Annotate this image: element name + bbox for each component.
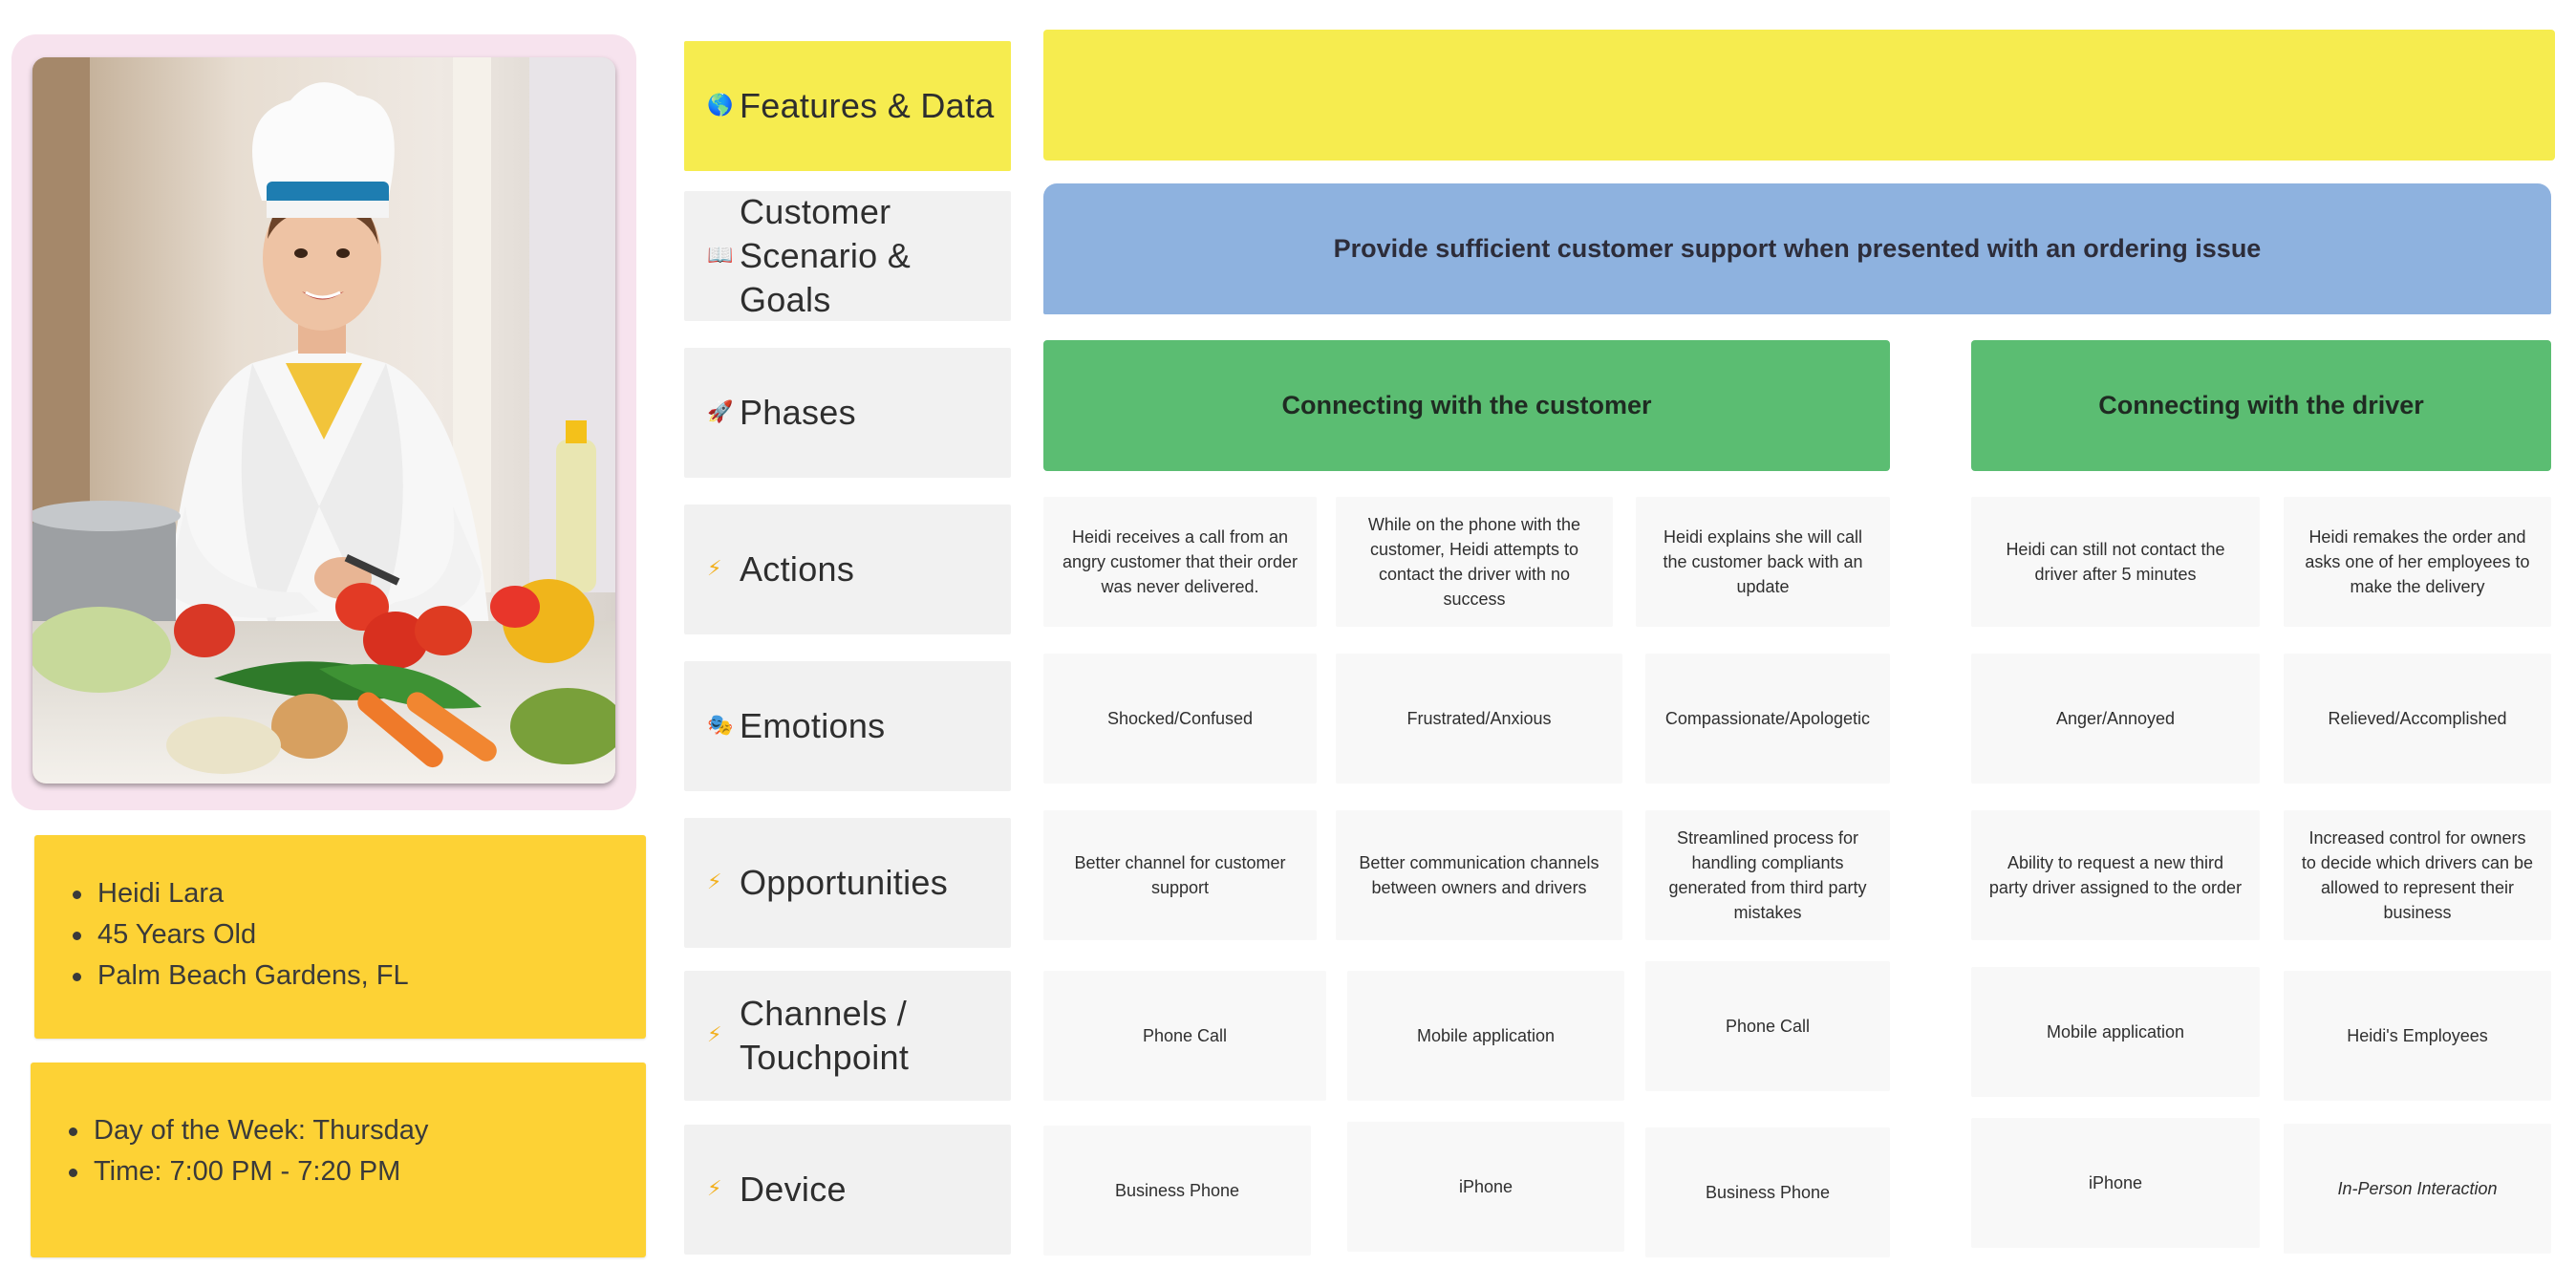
lightning-icon: ⚡ — [707, 870, 722, 894]
persona-name: Heidi Lara — [73, 873, 646, 914]
opportunity-cell: Better communication channels between ow… — [1336, 810, 1622, 940]
theater-masks-icon: 🎭 — [707, 714, 734, 738]
device-cell: iPhone — [1971, 1118, 2260, 1248]
context-card: Day of the Week: Thursday Time: 7:00 PM … — [31, 1063, 646, 1257]
phase-label: Connecting with the customer — [1281, 391, 1652, 419]
opportunity-cell: Increased control for owners to decide w… — [2284, 810, 2551, 940]
channel-cell: Mobile application — [1347, 971, 1624, 1101]
action-cell: Heidi explains she will call the custome… — [1636, 497, 1890, 627]
opportunity-cell: Streamlined process for handling complia… — [1645, 810, 1890, 940]
persona-location: Palm Beach Gardens, FL — [73, 955, 646, 997]
row-label-scenario: 📖 Customer Scenario & Goals — [684, 191, 1011, 321]
emotion-cell: Anger/Annoyed — [1971, 654, 2260, 784]
phase-bar-driver: Connecting with the driver — [1971, 340, 2551, 471]
globe-icon: 🌎 — [707, 94, 734, 118]
phase-label: Connecting with the driver — [2098, 391, 2424, 419]
channel-cell: Phone Call — [1645, 961, 1890, 1091]
row-label-text: Channels / Touchpoint — [740, 994, 910, 1077]
persona-details-list: Heidi Lara 45 Years Old Palm Beach Garde… — [34, 835, 646, 997]
device-cell: Business Phone — [1645, 1127, 1890, 1257]
emotion-cell: Shocked/Confused — [1043, 654, 1317, 784]
chef-photo-illustration — [32, 57, 615, 784]
row-label-text: Features & Data — [740, 86, 995, 125]
emotion-cell: Compassionate/Apologetic — [1645, 654, 1890, 784]
channel-cell: Phone Call — [1043, 971, 1326, 1101]
row-label-opportunities: ⚡ Opportunities — [684, 818, 1011, 948]
lightning-icon: ⚡ — [707, 1177, 722, 1201]
channel-cell: Heidi's Employees — [2284, 971, 2551, 1101]
persona-photo — [32, 57, 615, 784]
context-time: Time: 7:00 PM - 7:20 PM — [69, 1151, 646, 1192]
row-label-text: Opportunities — [740, 863, 949, 902]
channel-cell: Mobile application — [1971, 967, 2260, 1097]
row-label-features: 🌎 Features & Data — [684, 41, 1011, 171]
emotion-cell: Relieved/Accomplished — [2284, 654, 2551, 784]
context-day: Day of the Week: Thursday — [69, 1110, 646, 1151]
lightning-icon: ⚡ — [707, 557, 722, 581]
goal-text: Provide sufficient customer support when… — [1333, 234, 2262, 263]
emotion-cell: Frustrated/Anxious — [1336, 654, 1622, 784]
persona-photo-frame — [11, 34, 636, 810]
row-label-text: Device — [740, 1170, 847, 1209]
row-label-device: ⚡ Device — [684, 1125, 1011, 1255]
persona-age: 45 Years Old — [73, 914, 646, 955]
context-list: Day of the Week: Thursday Time: 7:00 PM … — [31, 1063, 646, 1192]
row-label-phases: 🚀 Phases — [684, 348, 1011, 478]
device-cell: In-Person Interaction — [2284, 1124, 2551, 1254]
action-cell: Heidi receives a call from an angry cust… — [1043, 497, 1317, 627]
row-label-text: Customer Scenario & Goals — [740, 192, 912, 319]
features-data-bar — [1043, 30, 2555, 161]
action-cell: While on the phone with the customer, He… — [1336, 497, 1613, 627]
book-icon: 📖 — [707, 244, 734, 268]
lightning-icon: ⚡ — [707, 1023, 722, 1047]
row-label-text: Emotions — [740, 706, 886, 745]
goal-bar: Provide sufficient customer support when… — [1043, 183, 2551, 314]
opportunity-cell: Better channel for customer support — [1043, 810, 1317, 940]
opportunity-cell: Ability to request a new third party dri… — [1971, 810, 2260, 940]
phase-bar-customer: Connecting with the customer — [1043, 340, 1890, 471]
row-label-channels: ⚡ Channels / Touchpoint — [684, 971, 1011, 1101]
device-cell: Business Phone — [1043, 1126, 1311, 1256]
device-cell: iPhone — [1347, 1122, 1624, 1252]
row-label-text: Actions — [740, 549, 855, 589]
persona-details-card: Heidi Lara 45 Years Old Palm Beach Garde… — [34, 835, 646, 1039]
row-label-text: Phases — [740, 393, 856, 432]
rocket-icon: 🚀 — [707, 400, 734, 424]
row-label-actions: ⚡ Actions — [684, 504, 1011, 634]
row-label-emotions: 🎭 Emotions — [684, 661, 1011, 791]
action-cell: Heidi remakes the order and asks one of … — [2284, 497, 2551, 627]
action-cell: Heidi can still not contact the driver a… — [1971, 497, 2260, 627]
